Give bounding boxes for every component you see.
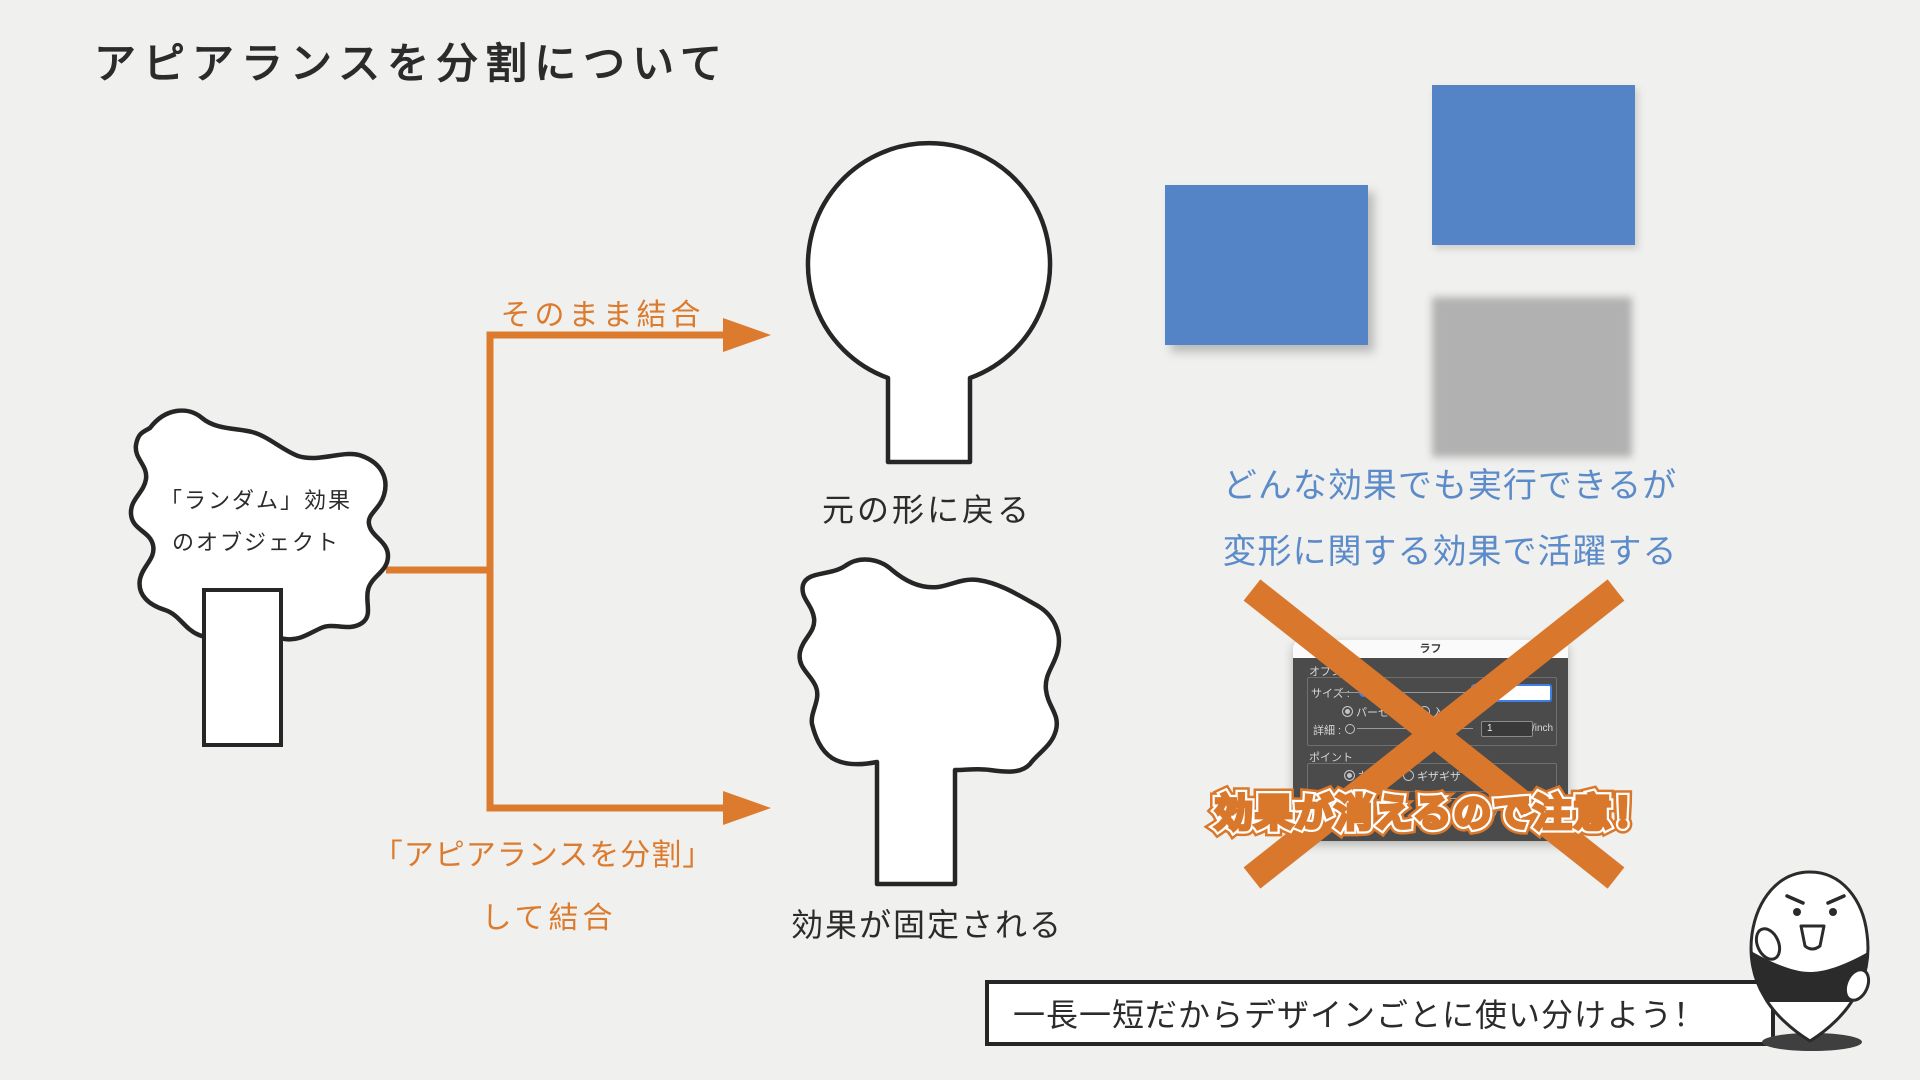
random-object-shape — [128, 408, 391, 642]
dialog-titlebar: ラフ — [1293, 640, 1568, 658]
label-expand-appearance-line2: して結合 — [481, 902, 617, 935]
right-note-line1: どんな効果でも実行できるが — [1222, 467, 1678, 505]
arrow-bottom-head — [723, 791, 771, 825]
page-title: アピアランスを分割について — [94, 40, 729, 87]
detail-slider-handle[interactable] — [1345, 724, 1355, 734]
random-object-label-line1: 「ランダム」効果 — [159, 488, 352, 513]
detail-input-field[interactable]: 1 — [1481, 721, 1533, 737]
detail-label: 詳細 : — [1313, 725, 1342, 737]
random-object-label-line2: のオブジェクト — [171, 530, 340, 555]
percent-radio[interactable] — [1342, 706, 1353, 717]
right-note-line2: 変形に関する効果で活躍する — [1222, 533, 1678, 571]
dialog-cancel-button[interactable] — [1432, 798, 1497, 821]
mascot-left-eyebrow — [1785, 894, 1805, 905]
mascot-left-eye — [1793, 908, 1801, 916]
points-group-box — [1307, 763, 1557, 792]
label-merge-directly: そのまま結合 — [500, 299, 705, 332]
branch-connector — [386, 331, 726, 812]
mascot-right-fist — [1843, 968, 1871, 1002]
label-expand-appearance-line1: 「アピアランスを分割」 — [372, 839, 714, 872]
warning-text-halo: 効果が消えるので注意！ — [1211, 789, 1656, 839]
mascot-right-eyebrow — [1826, 894, 1846, 905]
random-object-label: 「ランダム」効果 のオブジェクト — [140, 480, 372, 564]
mascot-left-fist — [1754, 927, 1782, 961]
mascot-egg-character — [1749, 870, 1871, 1051]
size-label: サイズ : — [1311, 688, 1350, 700]
jagged-radio-label: ギザギザ — [1417, 771, 1461, 783]
mascot-right-eye — [1829, 908, 1837, 916]
caption-restored: 元の形に戻る — [821, 492, 1032, 528]
warning-text-outline: 効果が消えるので注意！ — [1208, 787, 1658, 842]
mascot-mouth — [1799, 924, 1826, 951]
blue-rect-top — [1432, 85, 1635, 245]
connector-lines — [386, 331, 726, 812]
dialog-title: ラフ — [1419, 643, 1442, 655]
round-radio[interactable] — [1344, 770, 1355, 781]
blue-rect-left — [1165, 185, 1368, 345]
right-note: どんな効果でも実行できるが 変形に関する効果で活躍する — [1180, 453, 1720, 585]
mascot-shadow — [1762, 1033, 1862, 1051]
fixed-shape — [797, 557, 1062, 887]
restored-shape — [805, 140, 1053, 465]
points-group-label: ポイント — [1309, 752, 1353, 764]
random-object-rect — [202, 588, 283, 747]
footer-note: 一長一短だからデザインごとに使い分けよう！ — [1013, 997, 1707, 1033]
warning-text-face: 効果が消えるので注意！ — [1213, 791, 1654, 837]
gray-blur-rect — [1432, 297, 1632, 457]
footer-note-box: 一長一短だからデザインごとに使い分けよう！ — [985, 980, 1775, 1046]
caption-fixed: 効果が固定される — [790, 907, 1063, 943]
cross-x-icon — [1243, 579, 1625, 889]
detail-unit-label: /inch — [1532, 723, 1554, 734]
arrow-top-head — [723, 318, 771, 352]
